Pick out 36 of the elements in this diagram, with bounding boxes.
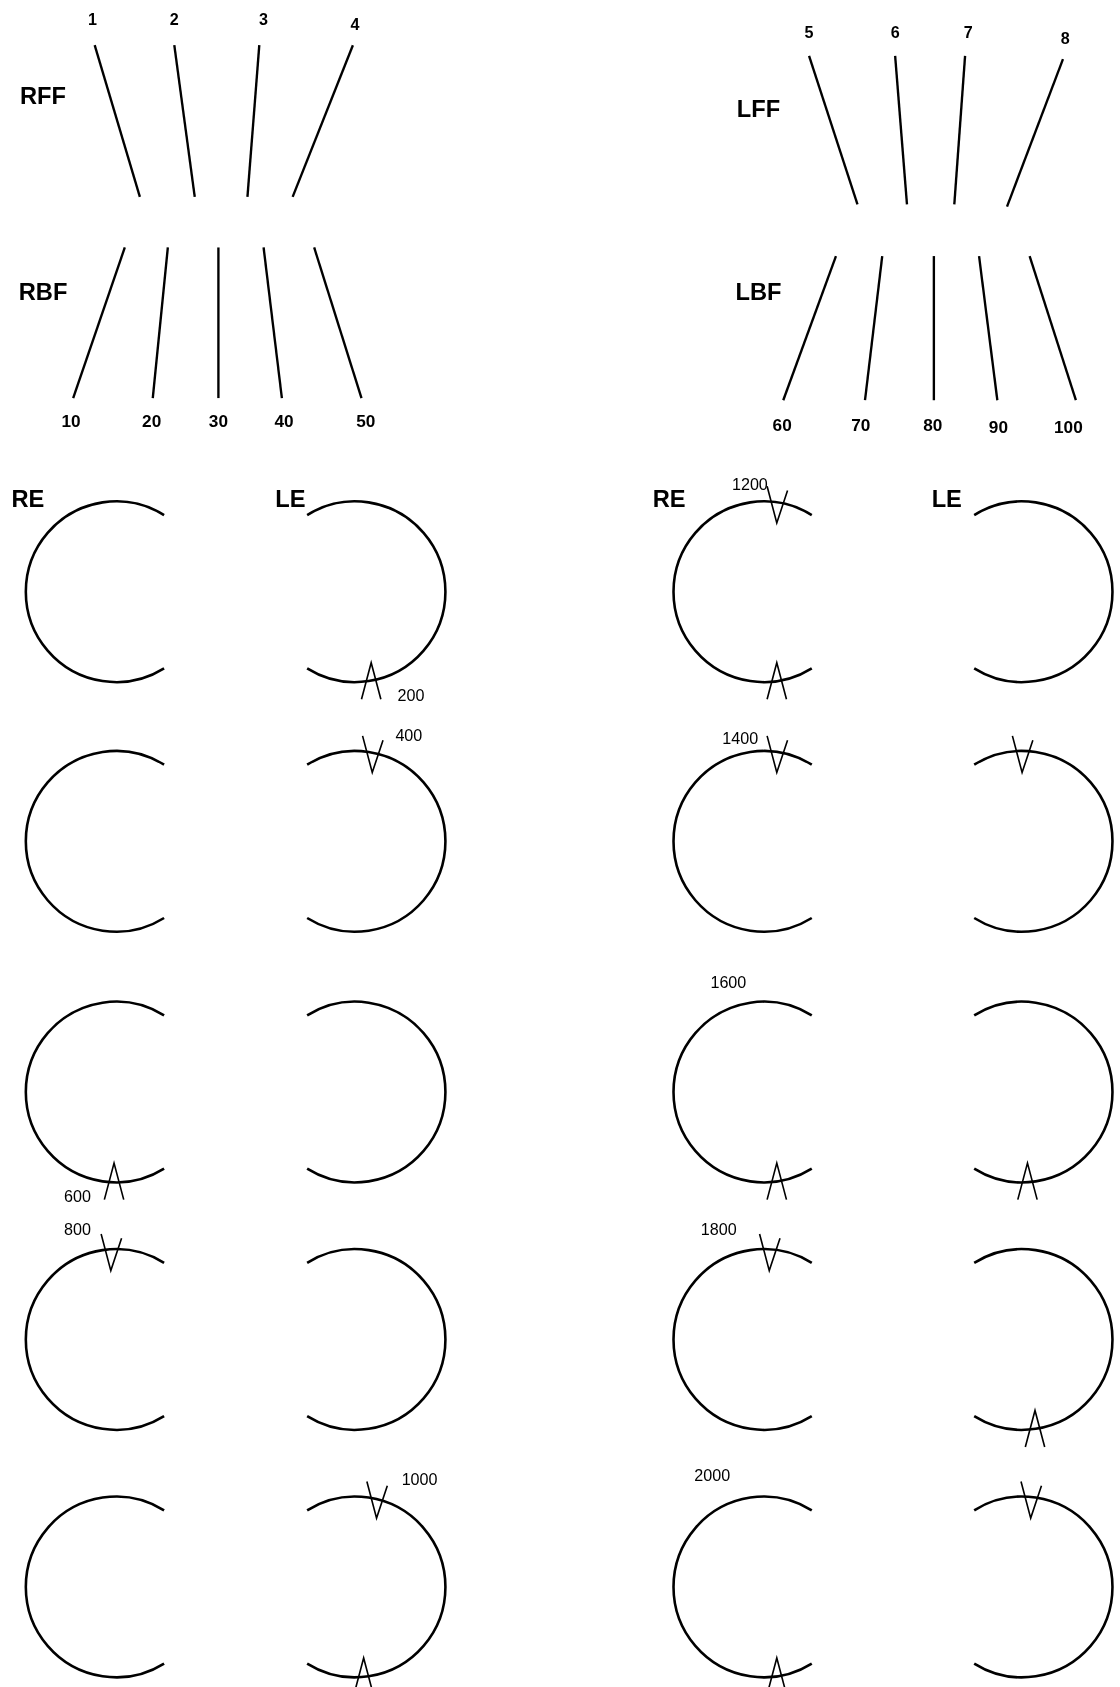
fiber-group-label: LFF (736, 97, 781, 122)
fiber-number: 30 (208, 413, 228, 431)
fiber-number: 50 (356, 413, 376, 431)
fiber-number: 2 (169, 11, 179, 28)
fiber-number: 80 (923, 417, 943, 435)
frequency-label: 1200 (731, 476, 768, 493)
fiber-number: 7 (963, 24, 973, 41)
fiber-group-label: LBF (735, 280, 782, 305)
fiber-number: 70 (851, 417, 871, 435)
fiber-number: 40 (274, 413, 294, 431)
fiber-number: 20 (142, 413, 162, 431)
fiber-number: 5 (804, 24, 814, 41)
fiber-number: 6 (890, 24, 900, 41)
frequency-label: 200 (397, 686, 425, 704)
frequency-label: 1000 (401, 1471, 438, 1488)
eye-label: LE (275, 488, 306, 513)
fiber-number: 4 (350, 15, 360, 32)
fiber-number: 1 (88, 11, 97, 28)
fiber-number: 90 (988, 419, 1008, 437)
fiber-number: 10 (61, 413, 81, 431)
frequency-label: 800 (64, 1220, 91, 1237)
eye-label: RE (11, 488, 45, 513)
frequency-label: 400 (395, 726, 423, 743)
frequency-label: 1600 (710, 974, 747, 991)
frequency-label: 1800 (700, 1220, 737, 1237)
frequency-label: 600 (64, 1188, 91, 1205)
fiber-number: 3 (259, 11, 269, 28)
eye-label: RE (652, 488, 686, 513)
fiber-number: 8 (1060, 29, 1070, 46)
fiber-group-label: RBF (18, 280, 68, 305)
frequency-label: 1400 (722, 730, 759, 747)
frequency-label: 2000 (694, 1466, 731, 1484)
eye-label: LE (931, 488, 962, 513)
fiber-number: 60 (772, 417, 792, 435)
fiber-group-label: RFF (20, 85, 66, 109)
fiber-number: 100 (1054, 419, 1083, 437)
